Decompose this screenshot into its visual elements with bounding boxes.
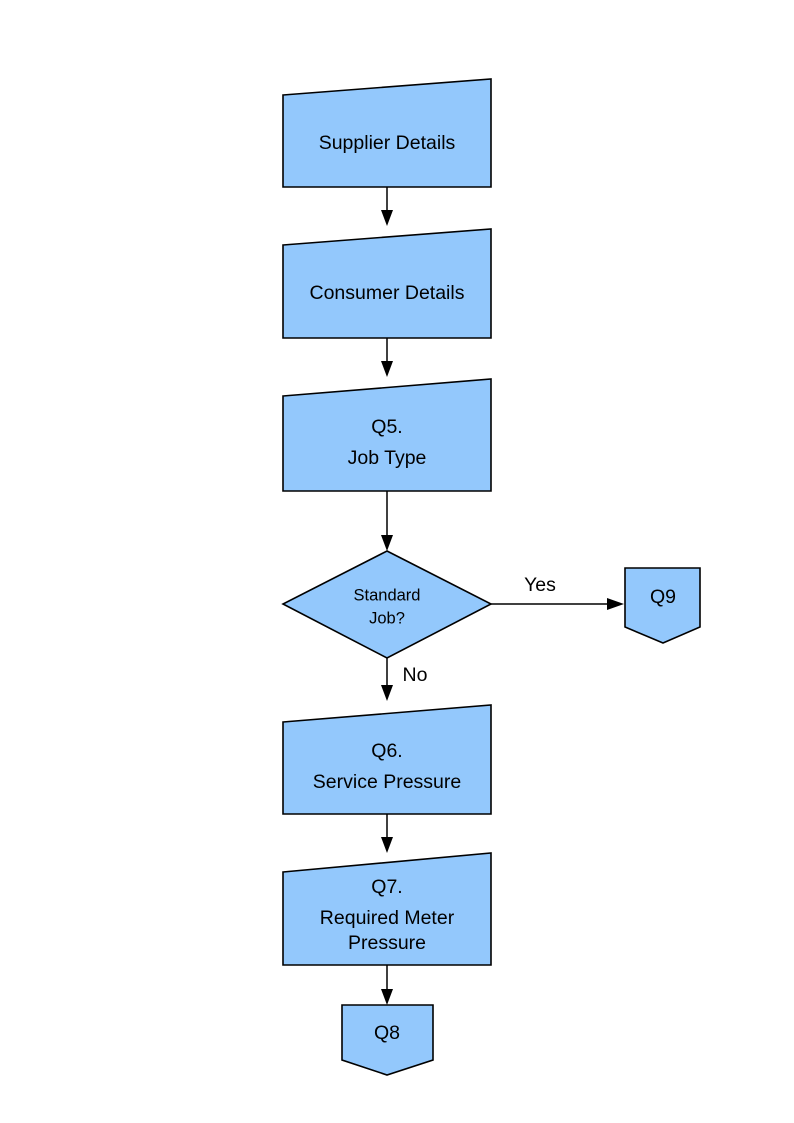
manual-input-shape (282, 78, 492, 188)
edge-q7-to-q8 (381, 965, 393, 1005)
edge-decision-to-q9: Yes (491, 574, 624, 610)
node-label-q8: Q8 (374, 1022, 400, 1044)
manual-input-shape (282, 378, 492, 492)
off-page-connector-shape (341, 1004, 434, 1076)
node-label-q6-line1: Q6. (371, 740, 402, 762)
edge-q5-to-decision (381, 491, 393, 551)
decision-diamond-shape (281, 550, 493, 659)
node-label-q7-line2: Required Meter (320, 907, 455, 929)
node-label-q9: Q9 (650, 586, 676, 608)
edge-supplier-to-consumer (381, 187, 393, 226)
node-supplier-details[interactable]: Supplier Details (282, 78, 492, 188)
node-label-consumer-details: Consumer Details (310, 282, 465, 304)
arrow-head-icon (381, 837, 393, 853)
off-page-connector-shape (624, 567, 701, 644)
node-q7-required-meter-pressure[interactable]: Q7. Required Meter Pressure (282, 852, 492, 966)
manual-input-shape (282, 852, 492, 966)
node-standard-job-decision[interactable]: Standard Job? (281, 550, 493, 659)
arrow-head-icon (381, 210, 393, 226)
node-label-decision-line2: Job? (369, 609, 405, 627)
manual-input-shape (282, 704, 492, 815)
arrow-head-icon (607, 598, 624, 610)
edge-label-yes: Yes (524, 574, 556, 596)
node-q9-connector[interactable]: Q9 (624, 567, 701, 644)
arrow-head-icon (381, 535, 393, 551)
node-label-q5-line1: Q5. (371, 416, 402, 438)
node-label-q6-line2: Service Pressure (313, 771, 461, 793)
node-label-supplier-details: Supplier Details (319, 132, 456, 154)
node-consumer-details[interactable]: Consumer Details (282, 228, 492, 339)
node-label-decision-line1: Standard (354, 586, 421, 604)
node-label-q5-line2: Job Type (348, 447, 427, 469)
node-label-q7-line1: Q7. (371, 876, 402, 898)
node-label-q7-line3: Pressure (348, 932, 426, 954)
node-q6-service-pressure[interactable]: Q6. Service Pressure (282, 704, 492, 815)
manual-input-shape (282, 228, 492, 339)
edge-label-no: No (403, 664, 428, 686)
arrow-head-icon (381, 685, 393, 701)
edge-decision-to-q6: No (381, 658, 428, 701)
arrow-head-icon (381, 989, 393, 1005)
node-q8-connector[interactable]: Q8 (341, 1004, 434, 1076)
edge-q6-to-q7 (381, 814, 393, 853)
node-q5-job-type[interactable]: Q5. Job Type (282, 378, 492, 492)
edge-consumer-to-q5 (381, 338, 393, 377)
arrow-head-icon (381, 361, 393, 377)
